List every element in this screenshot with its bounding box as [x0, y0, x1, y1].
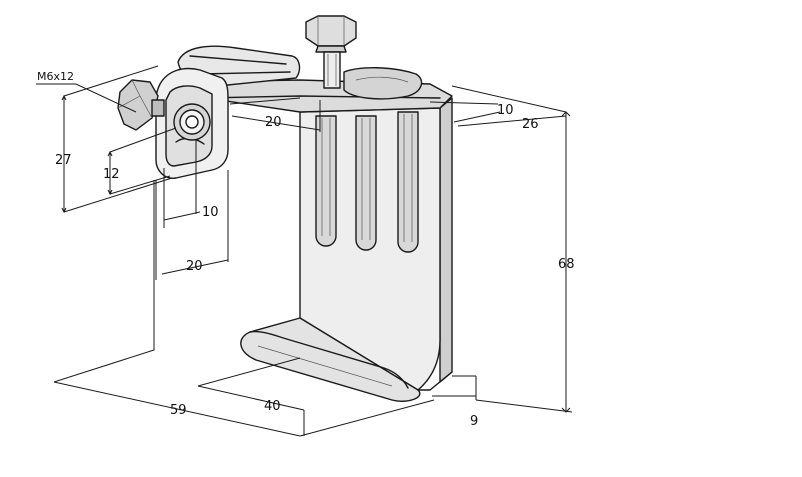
- hex-nut: [117, 79, 165, 131]
- dim-20-left: 20: [186, 259, 203, 274]
- washer: [173, 103, 211, 141]
- dim-27: 27: [55, 153, 72, 168]
- bracket-body: [117, 15, 453, 402]
- slot-right: [397, 111, 419, 253]
- dimension-lines: [36, 65, 573, 437]
- dim-12: 12: [103, 167, 120, 182]
- top-bolt: [305, 15, 357, 89]
- slot-middle: [355, 115, 377, 251]
- dim-40: 40: [264, 399, 281, 414]
- thread-label: M6x12: [37, 70, 74, 83]
- dim-26: 26: [522, 117, 539, 132]
- dimension-labels: M6x12 27 12 10 20 20 10 26 68 59 40 9: [37, 70, 575, 429]
- dim-9: 9: [470, 414, 478, 429]
- dim-59: 59: [170, 403, 187, 418]
- dim-68: 68: [558, 257, 575, 272]
- dim-10-left: 10: [202, 205, 219, 220]
- slot-left: [315, 115, 337, 247]
- dim-10-right: 10: [497, 103, 514, 118]
- dim-20-top: 20: [265, 115, 282, 130]
